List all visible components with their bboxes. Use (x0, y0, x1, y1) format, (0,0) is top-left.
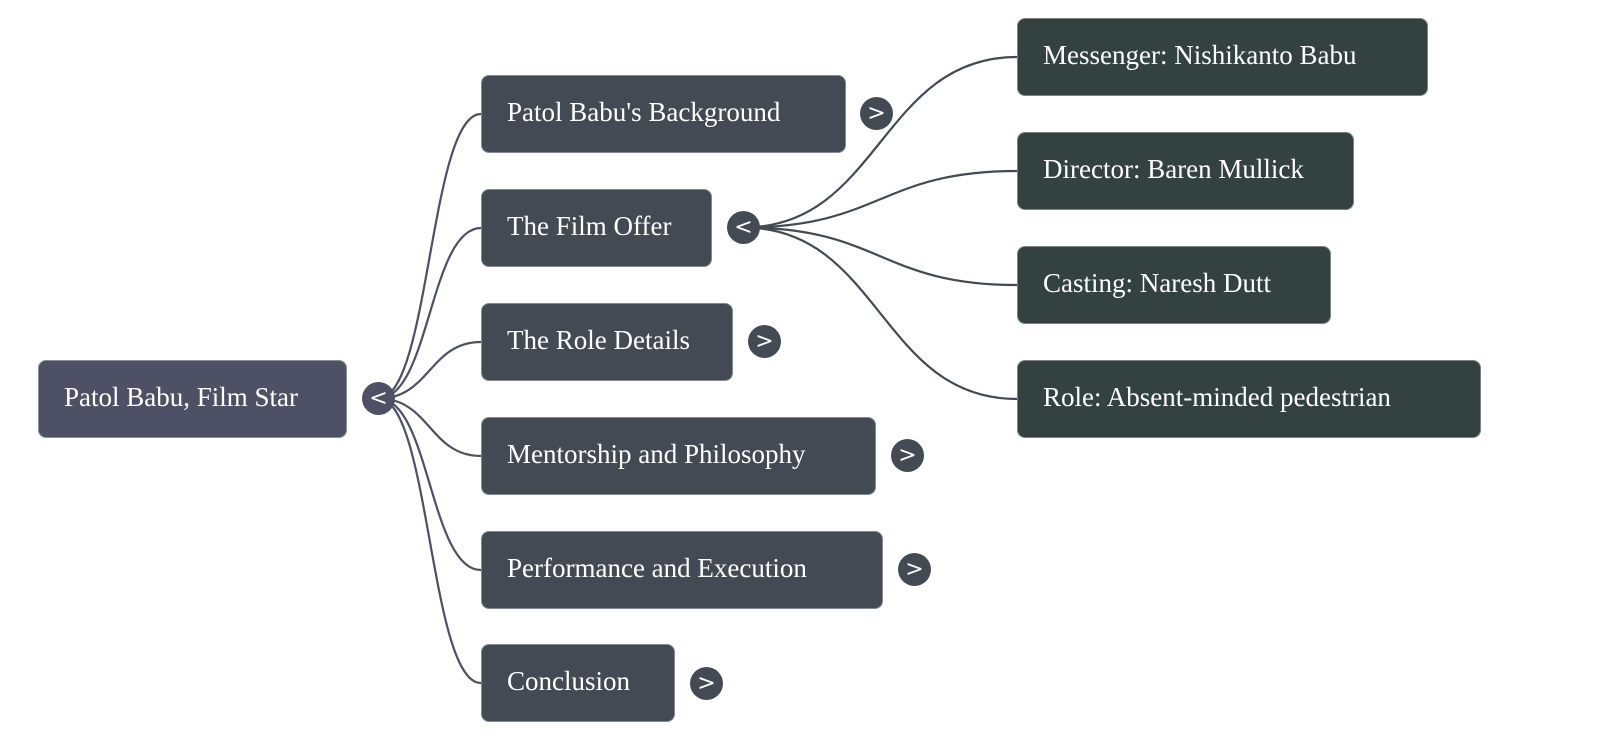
branch-label: The Role Details (507, 325, 690, 355)
root-to-branch-link (378, 397, 482, 685)
branch-label: Conclusion (507, 666, 631, 696)
branch-label: Patol Babu's Background (507, 97, 781, 127)
leaf-label: Casting: Naresh Dutt (1043, 268, 1271, 298)
branch-node-performance[interactable]: Performance and Execution (481, 531, 883, 609)
expand-toggle-icon[interactable]: > (891, 439, 924, 472)
root-to-branch-link (378, 226, 482, 400)
branch-to-leaf-link (743, 55, 1018, 229)
leaf-node-messenger[interactable]: Messenger: Nishikanto Babu (1017, 18, 1428, 96)
branch-to-leaf-link (743, 226, 1018, 287)
leaf-node-casting[interactable]: Casting: Naresh Dutt (1017, 246, 1331, 324)
expand-toggle-icon[interactable]: > (860, 97, 893, 130)
branch-label: The Film Offer (507, 211, 672, 241)
expand-toggle-icon[interactable]: > (748, 325, 781, 358)
collapse-toggle-icon[interactable]: < (727, 211, 760, 244)
branch-label: Mentorship and Philosophy (507, 439, 806, 469)
root-node-label: Patol Babu, Film Star (64, 382, 299, 412)
leaf-label: Role: Absent-minded pedestrian (1043, 382, 1391, 412)
branch-node-background[interactable]: Patol Babu's Background (481, 75, 846, 153)
branch-node-film-offer[interactable]: The Film Offer (481, 189, 712, 267)
branch-node-mentorship[interactable]: Mentorship and Philosophy (481, 417, 876, 495)
expand-toggle-icon[interactable]: > (690, 667, 723, 700)
branch-to-leaf-link (743, 226, 1018, 401)
leaf-node-role[interactable]: Role: Absent-minded pedestrian (1017, 360, 1481, 438)
root-node[interactable]: Patol Babu, Film Star (38, 360, 347, 438)
branch-to-leaf-link (743, 169, 1018, 229)
root-to-branch-link (378, 397, 482, 572)
collapse-toggle-icon[interactable]: < (362, 382, 395, 415)
root-to-branch-link (378, 112, 482, 400)
expand-toggle-icon[interactable]: > (898, 553, 931, 586)
branch-node-conclusion[interactable]: Conclusion (481, 644, 675, 722)
branch-label: Performance and Execution (507, 553, 807, 583)
branch-node-role-details[interactable]: The Role Details (481, 303, 733, 381)
leaf-node-director[interactable]: Director: Baren Mullick (1017, 132, 1354, 210)
leaf-label: Messenger: Nishikanto Babu (1043, 40, 1357, 70)
leaf-label: Director: Baren Mullick (1043, 154, 1304, 184)
